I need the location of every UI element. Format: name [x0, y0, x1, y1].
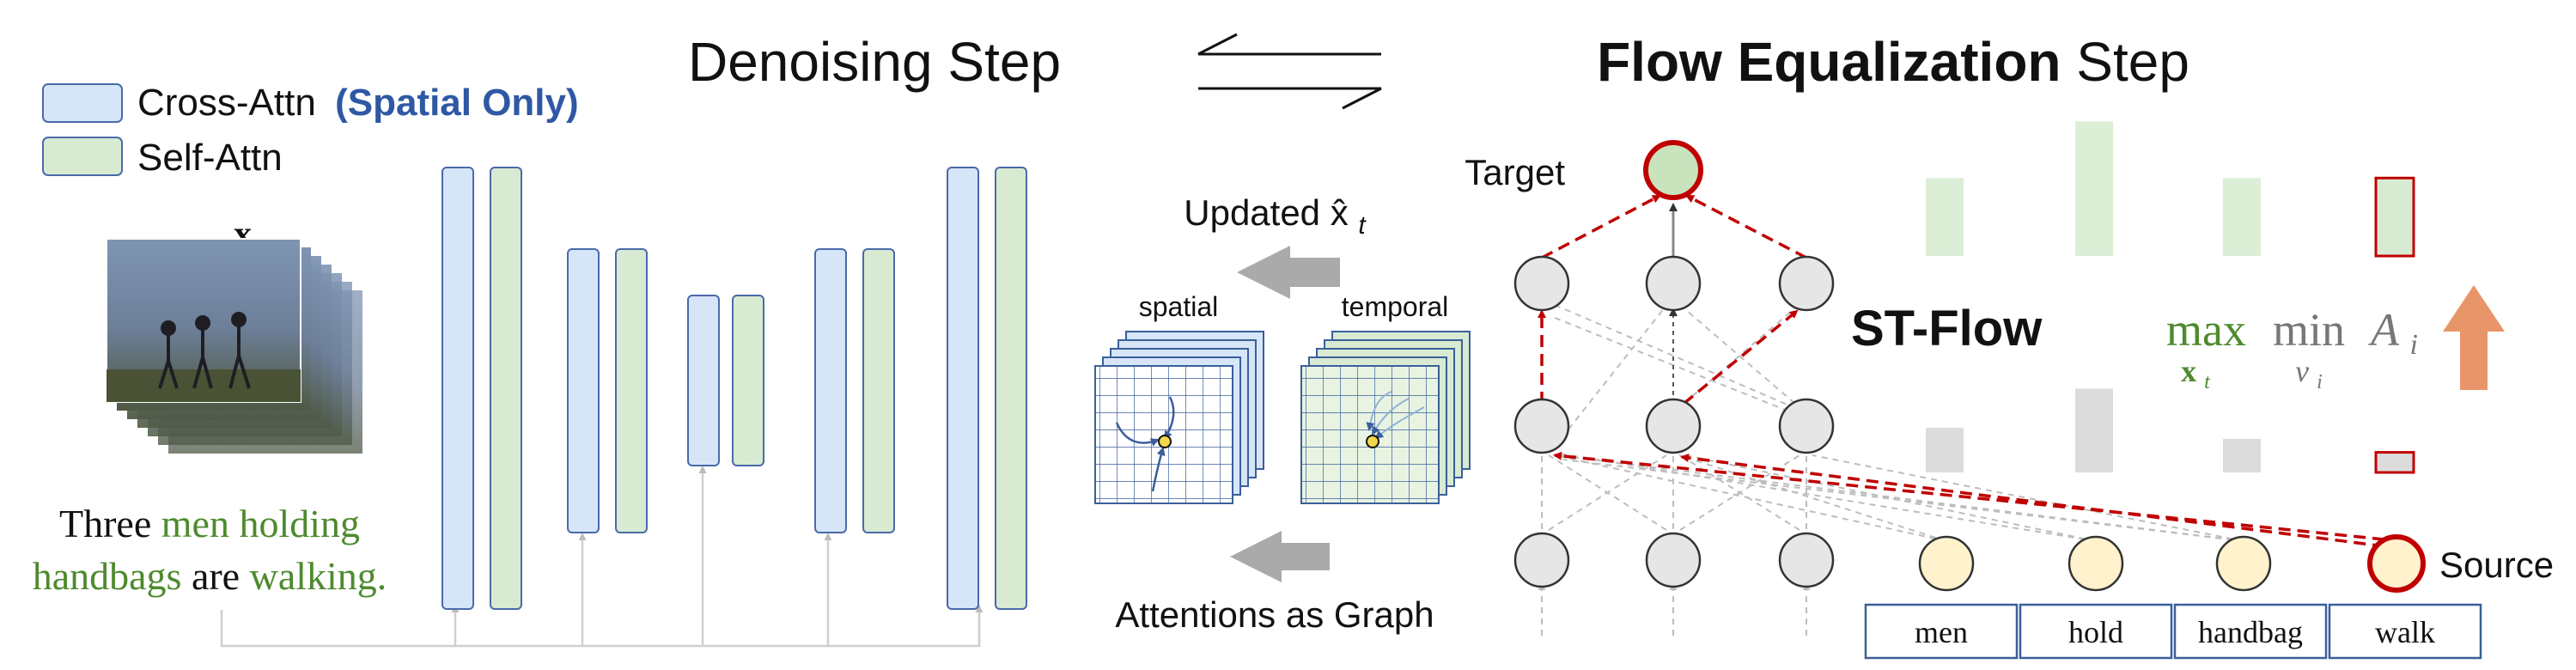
caption-word-are: are [192, 554, 250, 598]
flow-graph-red-paths [1538, 194, 2385, 548]
objective-formula: max x t min v i A i [2166, 304, 2418, 393]
source-node [2367, 534, 2426, 593]
flow-graph-nodes [1513, 255, 1835, 588]
objective-min-sub-v: v [2295, 354, 2309, 388]
walking-figures [158, 312, 251, 389]
graph-node-l3-a [1513, 255, 1570, 312]
unet-text-connectors [220, 466, 984, 648]
legend-self-attn-label: Self-Attn [137, 137, 283, 179]
flow-bar-bottom-2 [2075, 388, 2113, 472]
legend-cross-attn-text: Cross-Attn (Spatial Only) [137, 82, 579, 124]
token-box-walk [2328, 603, 2482, 660]
objective-max-sub-t: t [2204, 371, 2211, 393]
caption-word-handbags: handbags [33, 554, 182, 598]
spatial-attention-maps [1094, 331, 1264, 504]
graph-arrow-icon [1230, 531, 1330, 582]
legend-cross-attn-note: (Spatial Only) [335, 82, 579, 124]
unet-cross-attn-block-1 [442, 167, 474, 610]
temporal-label: temporal [1342, 291, 1449, 322]
token-box-men [1864, 603, 2019, 660]
objective-var-sub: i [2410, 329, 2418, 361]
graph-node-l3-c [1778, 255, 1835, 312]
caption-word-men-holding: men holding [161, 502, 360, 545]
unet-self-attn-block-3 [732, 295, 764, 466]
flow-bar-top-3 [2223, 178, 2261, 256]
unet-self-attn-block-2 [615, 248, 648, 533]
token-boxes: men hold handbag walk [1864, 603, 2482, 660]
graph-node-l1-b [1645, 532, 1702, 588]
token-node-handbag [2215, 535, 2272, 592]
token-nodes [1918, 534, 2426, 593]
updated-latent-text: Updated x̂ [1184, 192, 1348, 233]
spatial-query-point [1158, 435, 1172, 448]
spatial-label: spatial [1139, 291, 1219, 322]
token-text-men: men [1915, 615, 1968, 649]
token-text-hold: hold [2068, 615, 2123, 649]
denoising-step-title: Denoising Step [688, 31, 1061, 93]
caption-word-three: Three [59, 502, 161, 545]
flow-bars [1926, 121, 2415, 474]
legend-cross-attn-swatch [42, 83, 123, 123]
unet-blocks [442, 167, 1027, 610]
caption-word-walking: walking. [250, 554, 387, 598]
token-box-hold [2019, 603, 2173, 660]
objective-max-sub-x: x [2181, 354, 2196, 388]
flow-title-rest: Step [2076, 31, 2189, 93]
increase-arrow-icon [2443, 285, 2505, 390]
token-box-handbag [2173, 603, 2328, 660]
target-node [1643, 140, 1703, 200]
unet-cross-attn-block-5 [947, 167, 979, 610]
flow-graph-grey-edges [1538, 302, 2244, 636]
unet-cross-attn-block-3 [687, 295, 720, 466]
objective-max: max [2166, 304, 2246, 356]
unet-self-attn-block-5 [995, 167, 1027, 610]
flow-title-bold: Flow Equalization [1597, 31, 2061, 93]
objective-var-a: A [2368, 304, 2400, 356]
st-flow-label: ST-Flow [1851, 301, 2043, 356]
legend-self-attn-swatch [42, 137, 123, 176]
flow-bar-top-2 [2075, 121, 2113, 256]
token-text-handbag: handbag [2198, 615, 2303, 649]
target-label: Target [1465, 152, 1565, 192]
token-text-walk: walk [2375, 615, 2435, 649]
temporal-attention-maps [1300, 331, 1471, 504]
graph-node-l2-c [1778, 398, 1835, 454]
graph-node-l2-a [1513, 398, 1570, 454]
flow-bar-top-4 [2374, 176, 2415, 258]
updated-arrow-icon [1237, 246, 1340, 299]
graph-node-l2-b [1645, 398, 1702, 454]
unet-cross-attn-block-2 [567, 248, 600, 533]
updated-latent-label: Updated x̂ t [1184, 192, 1367, 240]
flow-bar-bottom-3 [2223, 439, 2261, 472]
flow-bar-bottom-4 [2374, 451, 2415, 474]
flow-equalization-title: Flow Equalization Step [1597, 31, 2189, 93]
source-label: Source [2439, 545, 2554, 585]
temporal-query-point [1366, 435, 1379, 448]
graph-node-l3-b [1645, 255, 1702, 312]
unet-self-attn-block-1 [490, 167, 522, 610]
noisy-video-frames [106, 238, 362, 454]
unet-self-attn-block-4 [862, 248, 895, 533]
flow-bar-top-1 [1926, 178, 1964, 256]
objective-min-sub-i: i [2317, 371, 2323, 393]
legend-cross-attn-label: Cross-Attn [137, 82, 316, 124]
objective-min-sub: v i [2295, 354, 2323, 393]
token-node-hold [2067, 535, 2124, 592]
exchange-arrows-icon [1197, 33, 1382, 110]
caption-line-1: Three men holding [59, 502, 360, 545]
updated-latent-subscript: t [1358, 211, 1367, 240]
graph-node-l1-c [1778, 532, 1835, 588]
caption-line-2: handbags are walking. [33, 554, 387, 598]
unet-cross-attn-block-4 [814, 248, 847, 533]
objective-max-sub: x t [2181, 354, 2211, 393]
token-node-men [1918, 535, 1975, 592]
objective-min: min [2273, 304, 2345, 356]
graph-node-l1-a [1513, 532, 1570, 588]
flow-bar-bottom-1 [1926, 428, 1964, 472]
attentions-graph-label: Attentions as Graph [1115, 594, 1434, 635]
objective-var: A i [2368, 304, 2418, 361]
